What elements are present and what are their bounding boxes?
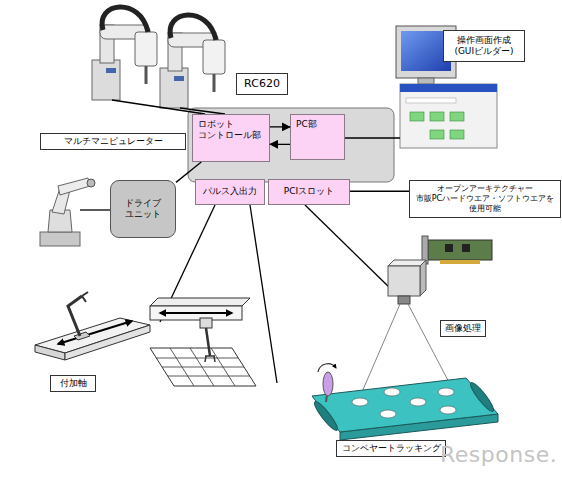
window-button bbox=[430, 112, 444, 121]
motion-arrow bbox=[160, 312, 232, 314]
robot-shaft bbox=[145, 66, 148, 84]
window-titlebar bbox=[400, 84, 497, 92]
robot-base bbox=[40, 232, 80, 246]
grid-lines bbox=[156, 348, 250, 386]
card-chip bbox=[445, 244, 453, 252]
pc-line bbox=[345, 137, 400, 138]
connector bbox=[270, 144, 290, 145]
workpiece bbox=[410, 398, 426, 406]
conveyor bbox=[312, 364, 498, 440]
robot-shaft bbox=[213, 74, 216, 92]
belt-roller bbox=[468, 380, 496, 413]
node-text: コンベヤートラッキング bbox=[342, 443, 441, 454]
robot-arm bbox=[58, 178, 90, 195]
node-text: マルチマニピュレーター bbox=[64, 136, 163, 147]
node-text: RC620 bbox=[244, 77, 280, 91]
window-button bbox=[410, 112, 424, 121]
beam-gripper bbox=[205, 356, 215, 362]
node-text: PCIスロット bbox=[284, 186, 334, 197]
camera bbox=[362, 260, 452, 392]
window-field bbox=[406, 98, 456, 103]
label-box: オープンアーキテクチャー 市販PCハードウエア・ソフトウエアを 使用可能 bbox=[409, 180, 561, 218]
camera-body bbox=[388, 266, 420, 296]
node-text: PC部 bbox=[296, 119, 317, 130]
unit-box: ドライブ ユニット bbox=[110, 180, 176, 238]
card-board bbox=[428, 240, 492, 260]
module-box: PC部 bbox=[290, 114, 345, 160]
camera-lens bbox=[398, 296, 410, 304]
motion-arrow bbox=[58, 321, 132, 344]
controller-housing bbox=[188, 108, 394, 182]
encoder-disk bbox=[323, 372, 333, 396]
node-text: パルス入出力 bbox=[203, 186, 257, 197]
window-button bbox=[430, 130, 444, 139]
node-text: ドライブ ユニット bbox=[111, 198, 175, 221]
workpiece bbox=[380, 410, 396, 418]
camera-view bbox=[408, 304, 452, 388]
robot-base bbox=[92, 60, 120, 100]
node-text: オープンアーキテクチャー 市販PCハードウエア・ソフトウエアを 使用可能 bbox=[410, 184, 560, 214]
window-frame bbox=[400, 84, 497, 148]
beam-slider bbox=[200, 318, 212, 328]
axis-arm bbox=[68, 296, 82, 336]
robot-arm bbox=[135, 32, 157, 66]
module-box: ロボット コントロール部 bbox=[192, 114, 270, 162]
label-box: マルチマニピュレーター bbox=[40, 133, 186, 150]
beam-top bbox=[150, 298, 250, 306]
grid-floor bbox=[150, 348, 256, 386]
port-box: PCIスロット bbox=[268, 179, 350, 205]
robot-logo bbox=[174, 76, 184, 81]
belt-roller bbox=[312, 399, 340, 432]
camera-side bbox=[420, 260, 426, 296]
beam-shaft bbox=[206, 328, 210, 356]
robot-base bbox=[160, 68, 188, 108]
workpiece bbox=[352, 398, 368, 406]
monitor-stand bbox=[418, 78, 434, 84]
connector bbox=[350, 191, 409, 192]
pci-card bbox=[422, 236, 492, 264]
title-box: RC620 bbox=[236, 73, 288, 95]
pci-line bbox=[305, 205, 392, 290]
gui-window bbox=[400, 84, 497, 148]
window-button bbox=[450, 130, 464, 139]
rotation-arrow bbox=[318, 364, 336, 372]
workpiece bbox=[440, 406, 456, 414]
robot-cable bbox=[170, 15, 216, 40]
robot-wrist bbox=[87, 179, 95, 187]
axis-slab bbox=[35, 345, 65, 360]
xy-table bbox=[150, 298, 256, 386]
window-button bbox=[450, 112, 464, 121]
node-text: 付加軸 bbox=[60, 378, 87, 389]
label-box: 付加軸 bbox=[50, 375, 96, 392]
six-axis-robot bbox=[40, 178, 95, 246]
robot-logo bbox=[106, 68, 116, 73]
camera-view bbox=[362, 304, 400, 392]
label-box: コンベヤートラッキング bbox=[336, 440, 446, 457]
connector bbox=[176, 162, 201, 182]
beam-front bbox=[150, 306, 242, 320]
scara-robot bbox=[92, 7, 157, 100]
label-box: 操作画面作成 (GUIビルダー) bbox=[443, 30, 525, 62]
node-text: 画像処理 bbox=[445, 323, 481, 334]
axis-slider bbox=[74, 332, 90, 340]
card-chip bbox=[462, 244, 470, 252]
node-text: ロボット コントロール部 bbox=[198, 119, 264, 142]
connector bbox=[270, 126, 290, 127]
workpiece bbox=[384, 388, 400, 396]
node-text: 操作画面作成 (GUIビルダー) bbox=[444, 35, 524, 58]
robot-arm bbox=[203, 40, 225, 74]
linear-axis bbox=[35, 292, 150, 360]
watermark: Response. bbox=[440, 442, 557, 467]
robot-cable bbox=[102, 7, 148, 32]
robot-cable-line bbox=[80, 209, 110, 210]
belt-top bbox=[312, 378, 498, 432]
scara-robot bbox=[160, 15, 225, 108]
robot-cable-line bbox=[112, 100, 205, 114]
workpiece bbox=[438, 388, 454, 396]
pulse-line bbox=[250, 205, 277, 383]
axis-gripper bbox=[82, 292, 88, 302]
port-box: パルス入出力 bbox=[195, 179, 265, 205]
card-connector bbox=[440, 260, 480, 264]
label-box: 画像処理 bbox=[440, 320, 486, 337]
